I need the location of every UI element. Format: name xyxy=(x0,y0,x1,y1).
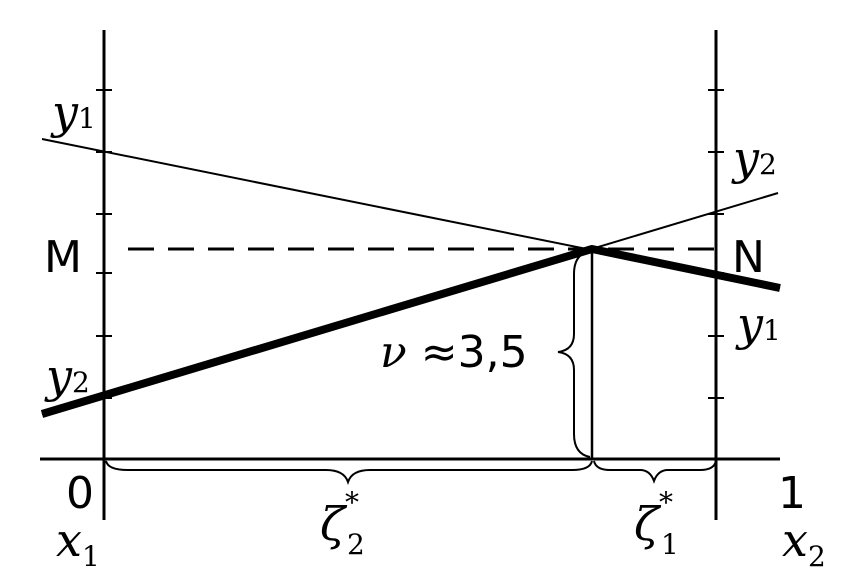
label-zeta1: ζ*1 xyxy=(634,486,679,561)
label-zero: 0 xyxy=(66,468,94,519)
label-x1: x1 xyxy=(56,513,100,573)
label-y1-right: y1 xyxy=(735,297,781,351)
zeta1-brace xyxy=(593,460,717,484)
label-zeta2: ζ*2 xyxy=(320,486,365,561)
label-one: 1 xyxy=(778,468,806,519)
zeta2-brace xyxy=(105,460,593,486)
label-y2-left: y2 xyxy=(44,349,90,403)
label-y1-left: y1 xyxy=(50,85,96,139)
label-point-m: M xyxy=(44,232,82,283)
label-y2-right: y2 xyxy=(731,131,777,185)
value-brace xyxy=(557,250,591,458)
label-game-value: ν ≈3,5 xyxy=(380,327,528,378)
left-axis-ticks xyxy=(96,89,112,399)
label-point-n: N xyxy=(732,232,765,283)
label-x2: x2 xyxy=(782,513,826,573)
